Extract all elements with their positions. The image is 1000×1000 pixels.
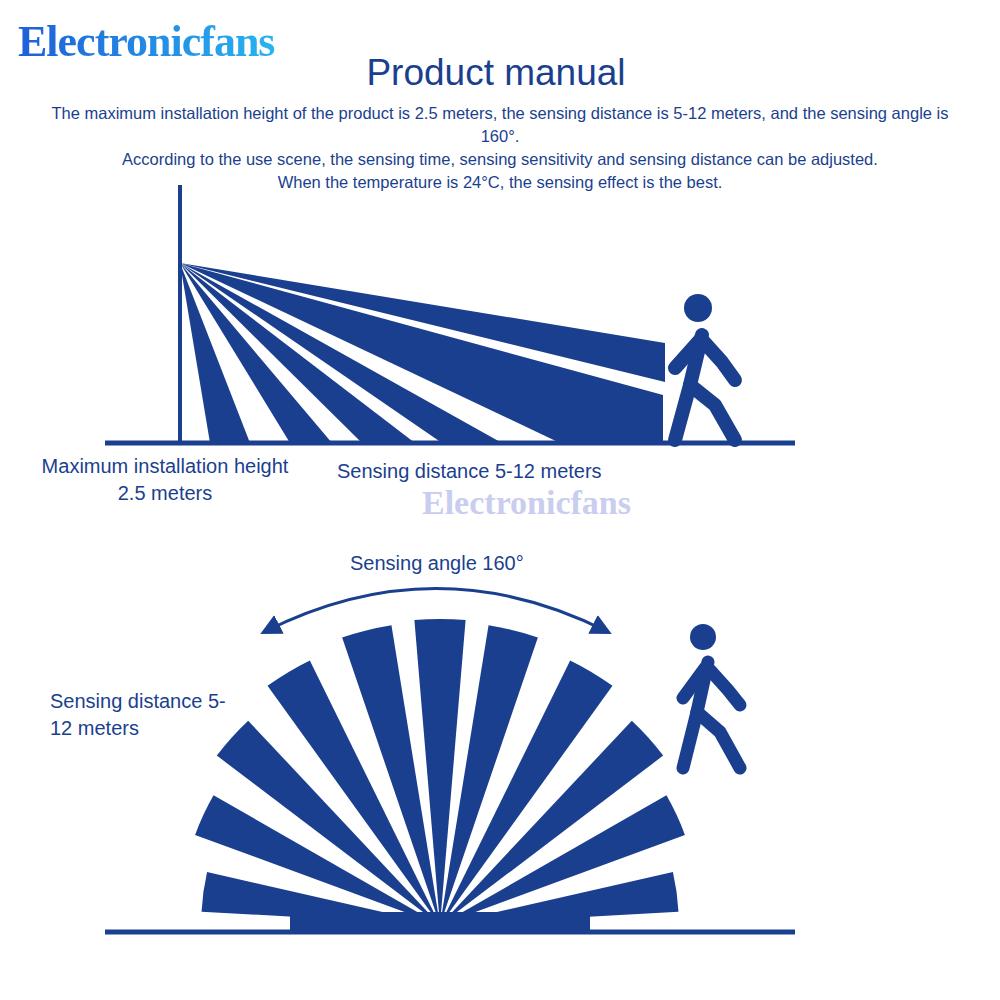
side-beams xyxy=(180,263,665,443)
angle-arrow xyxy=(264,589,608,633)
angle-label: Sensing angle 160° xyxy=(350,552,524,575)
fan-beam xyxy=(414,619,465,919)
sensor-base xyxy=(290,912,590,932)
fan-beams xyxy=(195,619,685,925)
walking-person xyxy=(683,624,740,768)
distance-label: Sensing distance 5-12 meters xyxy=(337,460,602,483)
spec-note: When the temperature is 24°C, the sensin… xyxy=(50,171,950,194)
watermark: Electronicfans xyxy=(422,484,631,522)
distance-label: Sensing distance 5-12 meters xyxy=(50,688,240,742)
brand-logo: Electronicfans xyxy=(18,16,275,67)
spec-note: The maximum installation height of the p… xyxy=(50,102,950,148)
wall-pole xyxy=(178,185,182,443)
walking-person xyxy=(675,294,735,440)
spec-note: According to the use scene, the sensing … xyxy=(30,148,970,171)
ground-line xyxy=(105,930,795,935)
ground-line xyxy=(105,441,795,446)
height-label: Maximum installation height 2.5 meters xyxy=(40,453,290,507)
